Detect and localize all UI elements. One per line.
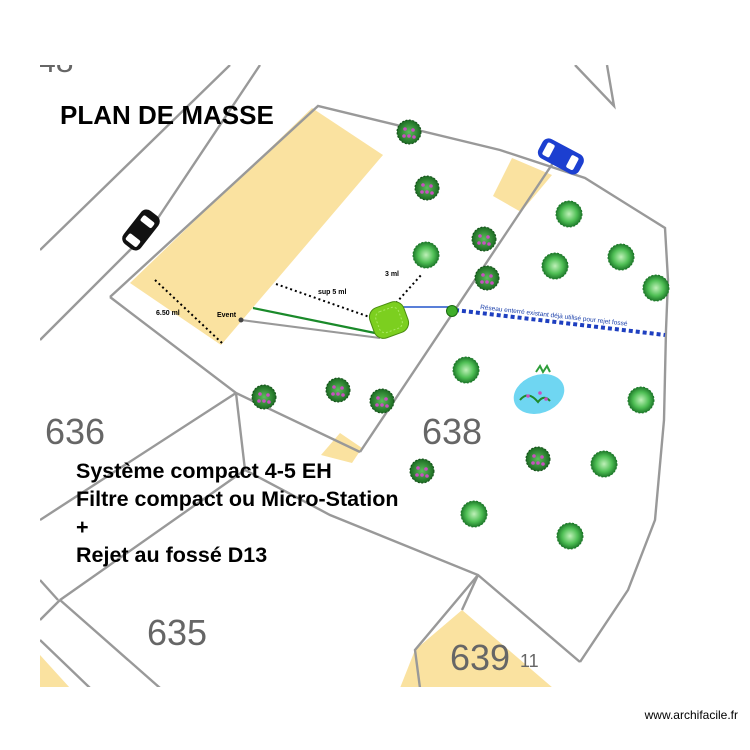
label-existing-network: Réseau enterré existant déjà utilisé pou… — [480, 304, 628, 328]
flowering-bush-icon — [414, 175, 440, 201]
vent-line — [240, 319, 381, 339]
flowering-bush-icon — [409, 458, 435, 484]
distance-line-sup5 — [275, 283, 379, 321]
house-639 — [400, 610, 552, 687]
description-line-plus: + — [76, 515, 89, 539]
parcel-number-611: 11 — [520, 651, 539, 671]
tree-icon — [412, 241, 440, 269]
house-annex-bottom — [321, 433, 362, 463]
pond — [513, 364, 565, 414]
tree-icon — [556, 522, 584, 550]
distance-line-house — [154, 279, 223, 344]
existing-network-line — [454, 308, 666, 337]
flowering-bushes — [251, 119, 551, 484]
tree-icon — [555, 200, 583, 228]
credit-link[interactable]: www.archifacile.fr — [644, 708, 738, 722]
tree-icon — [590, 450, 618, 478]
trees — [412, 200, 670, 550]
tree-icon — [642, 274, 670, 302]
flowering-bush-icon — [525, 446, 551, 472]
parcel-boundaries — [40, 65, 670, 687]
inspection-chamber — [446, 305, 458, 317]
label-distance-house: 6.50 ml — [156, 310, 180, 317]
tree-icon — [460, 500, 488, 528]
pipe-to-filter — [252, 306, 381, 336]
tree-icon — [607, 243, 635, 271]
label-distance-3ml: 3 ml — [385, 271, 399, 278]
flowering-bush-icon — [251, 384, 277, 410]
parcel-number-635: 635 — [147, 612, 207, 653]
compact-filter — [368, 301, 410, 339]
house-annex-top — [493, 158, 552, 212]
tree-icon — [541, 252, 569, 280]
house-main — [130, 108, 383, 345]
car-icon — [122, 209, 160, 251]
description-line-system: Système compact 4-5 EH — [76, 459, 332, 483]
tree-icon — [452, 356, 480, 384]
flowering-bush-icon — [369, 388, 395, 414]
parcel-number-638: 638 — [422, 411, 482, 452]
parcel-number-636: 636 — [45, 411, 105, 452]
flowering-bush-icon — [474, 265, 500, 291]
house-corner — [40, 655, 70, 687]
label-distance-sup5: sup 5 ml — [318, 289, 346, 296]
tree-icon — [627, 386, 655, 414]
flowering-bush-icon — [325, 377, 351, 403]
page-title: PLAN DE MASSE — [60, 100, 274, 130]
label-vent: Event — [217, 312, 237, 319]
flowering-bush-icon — [396, 119, 422, 145]
system-description: Système compact 4-5 EH Filtre compact ou… — [76, 457, 399, 569]
parcel-number-top: 48 — [38, 43, 74, 79]
distance-line-3ml — [395, 273, 423, 304]
description-line-filter: Filtre compact ou Micro-Station — [76, 487, 399, 511]
flowering-bush-icon — [471, 226, 497, 252]
car-icon-blue — [537, 138, 584, 175]
description-line-discharge: Rejet au fossé D13 — [76, 543, 268, 567]
vent-point — [238, 317, 244, 323]
parcel-number-639: 639 — [450, 637, 510, 678]
